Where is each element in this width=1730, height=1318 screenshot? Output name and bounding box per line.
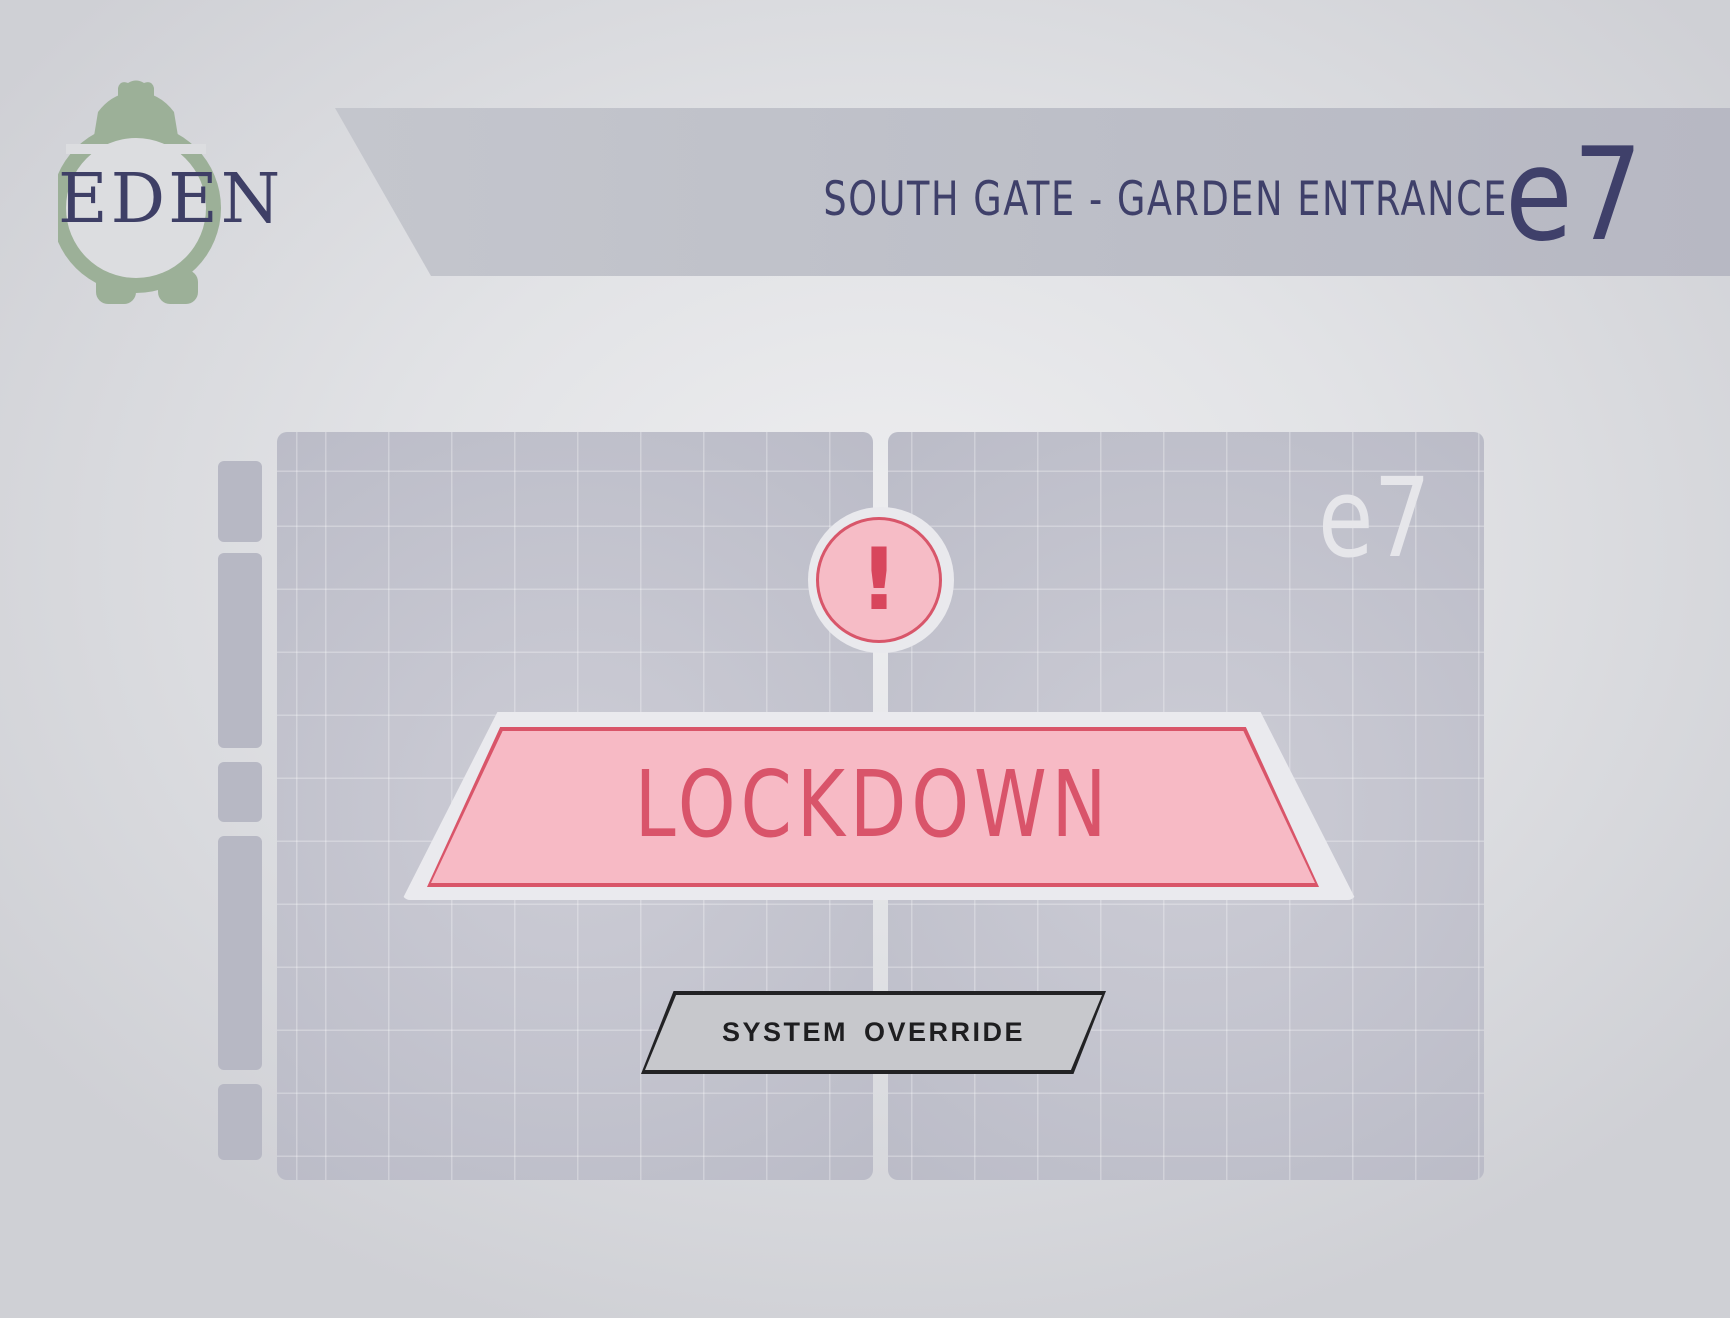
side-strip-segment bbox=[218, 461, 262, 542]
eden-logo-text: EDEN bbox=[58, 160, 284, 239]
alert-mark: ! bbox=[859, 530, 899, 630]
gate-code: e7 bbox=[1505, 121, 1643, 270]
door-code: e7 bbox=[1318, 454, 1431, 582]
side-strip-segment bbox=[218, 836, 262, 1070]
lockdown-banner bbox=[431, 731, 1315, 883]
location-title: SOUTH GATE - GARDEN ENTRANCE bbox=[823, 172, 1509, 227]
side-strip-segment bbox=[218, 1084, 262, 1160]
system-override-button[interactable] bbox=[641, 991, 1106, 1074]
eden-logo-icon bbox=[58, 80, 221, 304]
side-strip-segment bbox=[218, 762, 262, 822]
side-strip-segment bbox=[218, 553, 262, 748]
lockdown-status-text: LOCKDOWN bbox=[634, 751, 1112, 858]
header-band bbox=[335, 108, 1730, 276]
exclamation-icon bbox=[816, 517, 942, 643]
